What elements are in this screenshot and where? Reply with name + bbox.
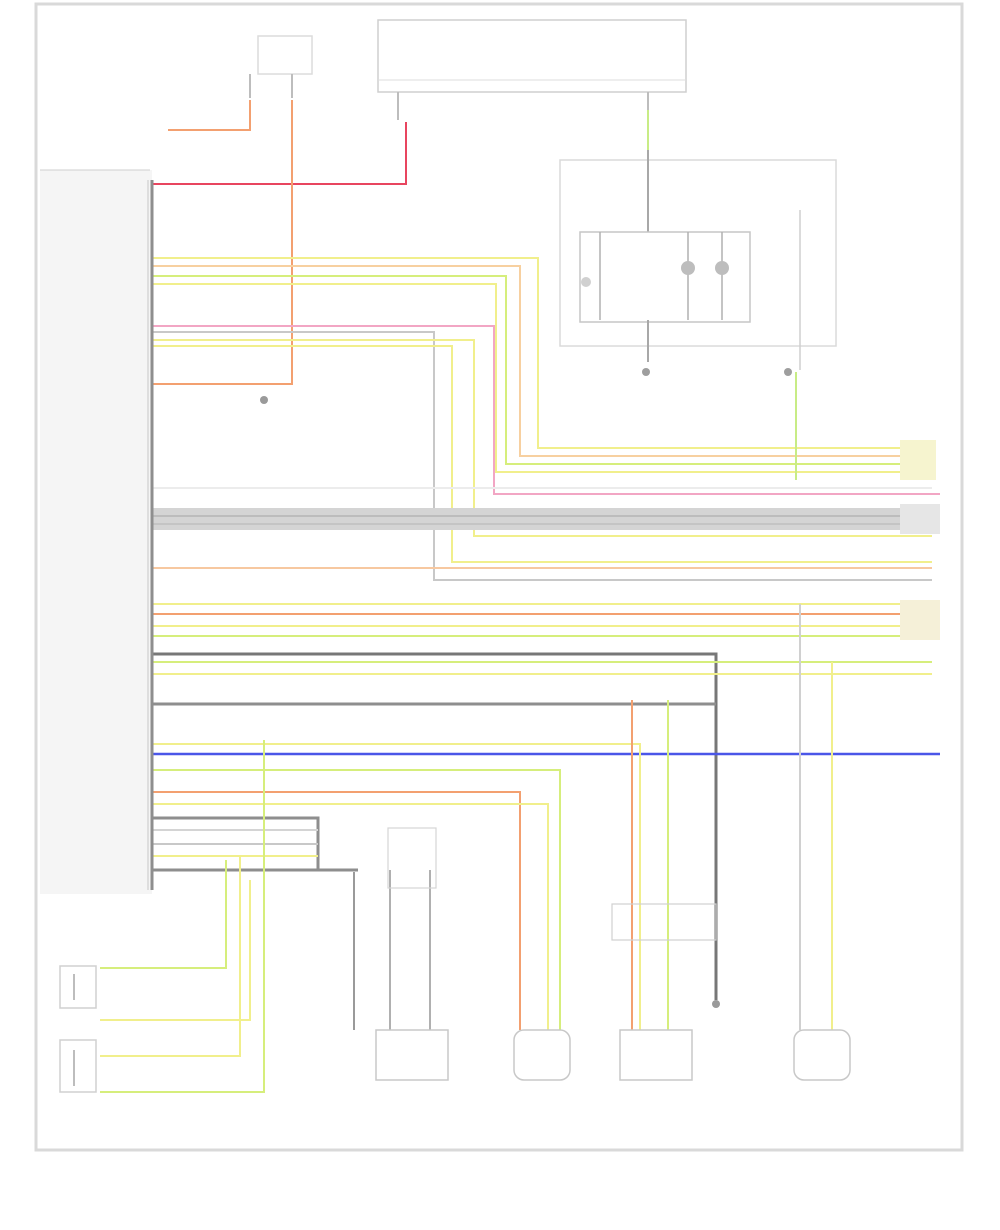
wire-red-top — [152, 122, 407, 185]
ground-symbol-right — [712, 1000, 720, 1008]
bus-wires — [152, 257, 940, 1030]
wire-orange-short — [168, 100, 251, 131]
left-switch-lower — [59, 1039, 97, 1093]
relay-box — [559, 150, 837, 376]
left-module-body — [40, 170, 152, 894]
lower-left-bundle — [100, 740, 431, 1093]
sensor-1 — [375, 1029, 449, 1081]
center-lower-connector — [387, 827, 437, 889]
sensor-3 — [619, 1029, 693, 1081]
top-center-module — [377, 19, 687, 120]
right-lower-connector — [611, 903, 717, 941]
top-left-fuse-block — [249, 35, 313, 98]
left-switch-upper — [59, 965, 97, 1009]
wire-orange-vertical — [152, 100, 293, 385]
diagram-frame — [34, 2, 964, 1152]
sensor-feed-wires — [631, 372, 833, 1030]
ground-symbol-left — [260, 396, 268, 404]
right-edge-connector — [900, 440, 940, 640]
sensor-2 — [513, 1029, 571, 1081]
sensor-4 — [793, 1029, 851, 1081]
